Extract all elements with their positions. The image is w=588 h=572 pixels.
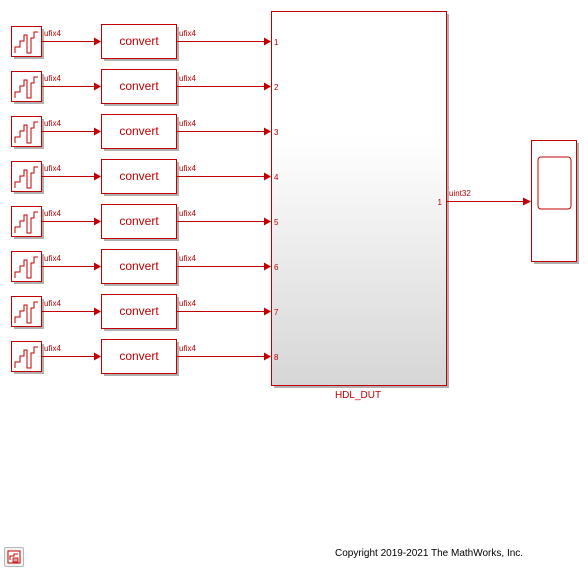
model-browser-button[interactable] — [4, 547, 24, 567]
convert-type-label: ufix4 — [179, 299, 196, 308]
source-type-label: ufix4 — [44, 344, 61, 353]
signal-row: ufix4 convert ufix4 — [11, 294, 271, 331]
dut-input-arrow — [264, 82, 271, 91]
convert-block-label: convert — [119, 304, 159, 318]
convert-block[interactable] — [101, 114, 177, 149]
dut-input-port-number: 7 — [274, 308, 279, 317]
convert-block-label: convert — [119, 214, 159, 228]
model-browser-icon — [7, 550, 21, 564]
convert-input-arrow — [94, 82, 101, 91]
convert-block-label: convert — [119, 259, 159, 273]
dut-input-arrow — [264, 127, 271, 136]
dut-input-port-number: 1 — [274, 38, 279, 47]
source-type-label: ufix4 — [44, 119, 61, 128]
source-type-label: ufix4 — [44, 74, 61, 83]
convert-block-label: convert — [119, 349, 159, 363]
signal-row: ufix4 convert ufix4 — [11, 114, 271, 151]
dut-input-port-number: 8 — [274, 353, 279, 362]
convert-type-label: ufix4 — [179, 254, 196, 263]
staircase-signal-icon — [14, 31, 38, 54]
signal-row: ufix4 convert ufix4 — [11, 339, 271, 376]
convert-type-label: ufix4 — [179, 209, 196, 218]
dut-input-port-number: 2 — [274, 83, 279, 92]
staircase-signal-icon — [14, 121, 38, 144]
staircase-signal-icon — [14, 166, 38, 189]
copyright-notice: Copyright 2019-2021 The MathWorks, Inc. — [335, 548, 524, 559]
signal-row: ufix4 convert ufix4 — [11, 159, 271, 196]
dut-input-port-number: 3 — [274, 128, 279, 137]
convert-block[interactable] — [101, 159, 177, 194]
dut-input-port-number: 5 — [274, 218, 279, 227]
convert-type-label: ufix4 — [179, 29, 196, 38]
dut-input-arrow — [264, 217, 271, 226]
staircase-signal-icon — [14, 256, 38, 279]
convert-type-label: ufix4 — [179, 119, 196, 128]
staircase-signal-icon — [14, 211, 38, 234]
dut-input-arrow — [264, 37, 271, 46]
dut-output-type-label: uint32 — [449, 189, 471, 198]
convert-block[interactable] — [101, 69, 177, 104]
dut-input-port-number: 4 — [274, 173, 279, 182]
dut-output-port-number: 1 — [438, 198, 443, 207]
staircase-signal-icon — [14, 76, 38, 99]
convert-input-arrow — [94, 352, 101, 361]
signal-row: ufix4 convert ufix4 — [11, 249, 271, 286]
convert-block-label: convert — [119, 169, 159, 183]
convert-block[interactable] — [101, 294, 177, 329]
signal-row: ufix4 convert ufix4 — [11, 204, 271, 241]
convert-block-label: convert — [119, 34, 159, 48]
convert-block[interactable] — [101, 249, 177, 284]
source-type-label: ufix4 — [44, 29, 61, 38]
source-type-label: ufix4 — [44, 254, 61, 263]
dut-input-arrow — [264, 172, 271, 181]
scope-input-arrow — [523, 197, 531, 206]
source-type-label: ufix4 — [44, 209, 61, 218]
dut-input-arrow — [264, 262, 271, 271]
convert-input-arrow — [94, 172, 101, 181]
staircase-signal-icon — [14, 346, 38, 369]
convert-input-arrow — [94, 262, 101, 271]
signal-row: ufix4 convert ufix4 — [11, 69, 271, 106]
convert-input-arrow — [94, 37, 101, 46]
convert-input-arrow — [94, 307, 101, 316]
staircase-signal-icon — [14, 301, 38, 324]
convert-block[interactable] — [101, 339, 177, 374]
convert-input-arrow — [94, 217, 101, 226]
convert-type-label: ufix4 — [179, 164, 196, 173]
source-type-label: ufix4 — [44, 299, 61, 308]
convert-input-arrow — [94, 127, 101, 136]
convert-block-label: convert — [119, 79, 159, 93]
scope-icon — [537, 156, 572, 210]
convert-type-label: ufix4 — [179, 74, 196, 83]
source-type-label: ufix4 — [44, 164, 61, 173]
convert-block-label: convert — [119, 124, 159, 138]
dut-input-port-number: 6 — [274, 263, 279, 272]
dut-name-label: HDL_DUT — [335, 390, 381, 401]
dut-input-arrow — [264, 352, 271, 361]
hdl-dut-block[interactable] — [271, 11, 447, 386]
convert-block[interactable] — [101, 204, 177, 239]
convert-type-label: ufix4 — [179, 344, 196, 353]
convert-block[interactable] — [101, 24, 177, 59]
dut-input-arrow — [264, 307, 271, 316]
signal-row: ufix4 convert ufix4 — [11, 24, 271, 61]
